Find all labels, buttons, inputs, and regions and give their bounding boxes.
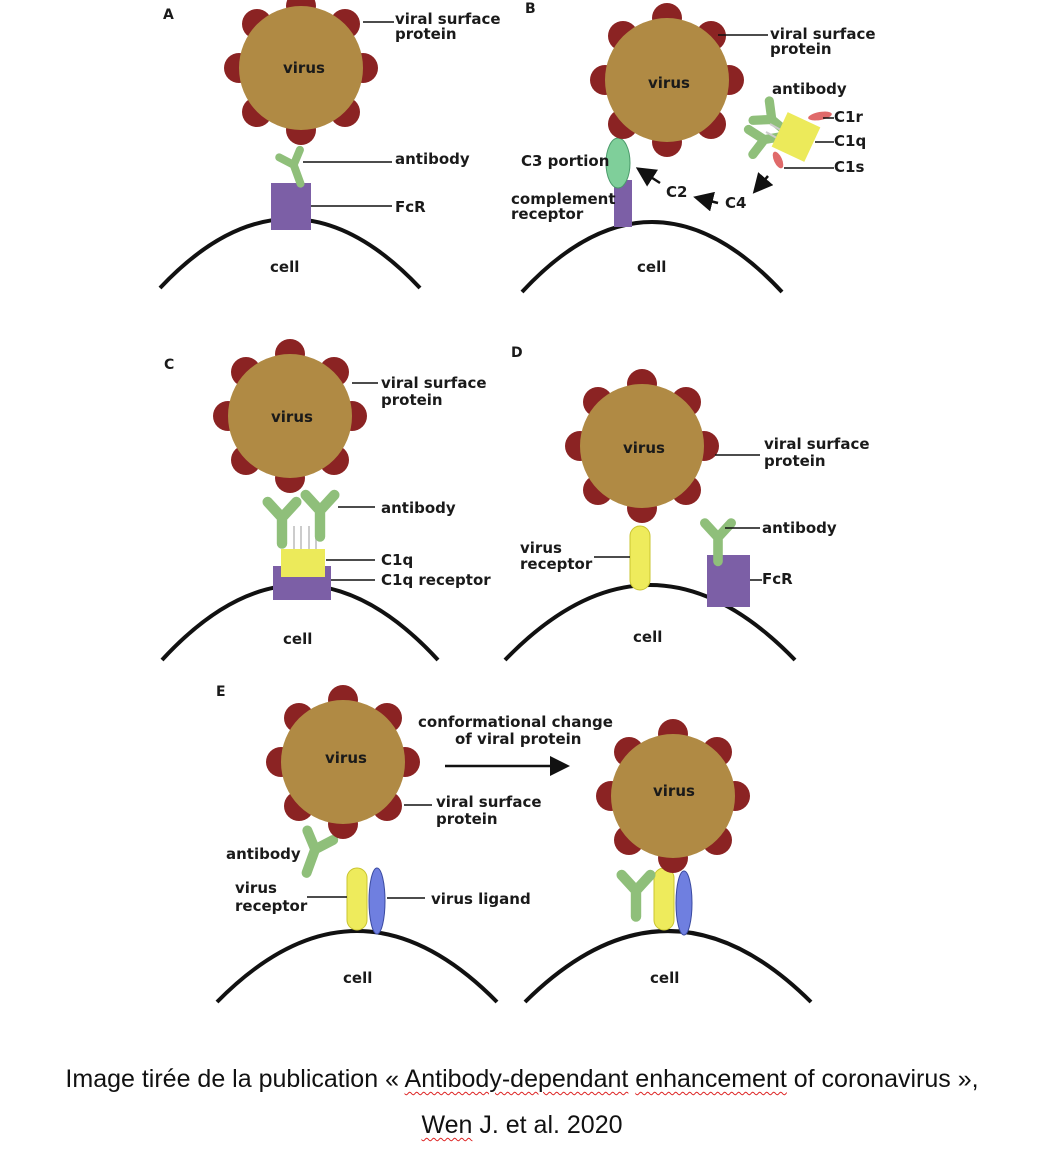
fcr-label: FcR — [395, 198, 426, 216]
panel-c-letter: C — [164, 357, 174, 373]
complement-receptor — [614, 180, 632, 227]
c1s — [772, 151, 784, 169]
svg-text:protein: protein — [770, 40, 832, 58]
c1s-label: C1s — [834, 158, 864, 176]
antibody — [622, 875, 651, 917]
fcr-label: FcR — [762, 570, 793, 588]
panel-d-letter: D — [511, 345, 523, 361]
svg-text:protein: protein — [436, 810, 498, 828]
panel-a: A cell virus viral surface protein antib… — [158, 0, 501, 290]
viral-surface-protein-label: viral surface — [395, 10, 501, 28]
cell-membrane — [215, 929, 499, 1004]
svg-text:receptor: receptor — [520, 555, 593, 573]
c1q-label: C1q — [834, 132, 866, 150]
c1q-receptor-label: C1q receptor — [381, 571, 491, 589]
cell-label: cell — [633, 628, 662, 646]
figure-citation: Wen J. et al. 2020 — [421, 1111, 623, 1139]
svg-text:of viral protein: of viral protein — [455, 730, 581, 748]
antibody-label: antibody — [395, 150, 470, 168]
virus-label: virus — [623, 439, 665, 457]
panel-b-letter: B — [525, 1, 536, 17]
antibody-label: antibody — [762, 519, 837, 537]
virus-ligand-label: virus ligand — [431, 890, 531, 908]
antibody — [279, 150, 311, 188]
c1r — [808, 111, 832, 121]
c1q-complex — [771, 112, 821, 162]
cell-label: cell — [283, 630, 312, 648]
svg-text:protein: protein — [395, 25, 457, 43]
complement-receptor-label: complement — [511, 190, 616, 208]
cell-membrane — [523, 929, 813, 1004]
antibody — [268, 502, 297, 544]
conformational-change-label: conformational change — [418, 713, 613, 731]
virus-receptor-label: virus — [520, 539, 562, 557]
c4-label: C4 — [725, 194, 746, 212]
viral-surface-protein-label: viral surface — [764, 435, 870, 453]
cell-membrane — [503, 583, 797, 662]
viral-surface-protein-label: viral surface — [381, 374, 487, 392]
panel-d: D cell virus viral surface protein antib… — [503, 345, 870, 662]
antibody-label: antibody — [226, 845, 301, 863]
cell-label: cell — [650, 969, 679, 987]
panel-e-letter: E — [216, 684, 226, 700]
ade-mechanisms-diagram: A cell virus viral surface protein antib… — [158, 0, 876, 1004]
c2-label: C2 — [666, 183, 687, 201]
cell-membrane — [520, 220, 784, 294]
svg-text:protein: protein — [381, 391, 443, 409]
virus-receptor — [653, 867, 675, 931]
panel-c: C cell virus viral surface protein antib… — [160, 339, 491, 662]
c1r-label: C1r — [834, 108, 863, 126]
virus-receptor — [629, 525, 651, 591]
svg-text:receptor: receptor — [235, 897, 308, 915]
virus-ligand — [368, 867, 386, 935]
panel-a-letter: A — [163, 7, 174, 23]
fc-receptor — [271, 183, 311, 230]
figure-caption: Image tirée de la publication « Antibody… — [65, 1065, 979, 1093]
cell-label: cell — [637, 258, 666, 276]
svg-text:receptor: receptor — [511, 205, 584, 223]
viral-surface-protein-label: viral surface — [770, 25, 876, 43]
c3-portion — [605, 137, 631, 189]
cell-label: cell — [270, 258, 299, 276]
virus-label: virus — [653, 782, 695, 800]
c1q-label: C1q — [381, 551, 413, 569]
panel-e: E cell virus viral surface protein antib… — [215, 684, 813, 1004]
viral-surface-protein-label: viral surface — [436, 793, 542, 811]
virus-label: virus — [325, 749, 367, 767]
virus-receptor — [346, 867, 368, 931]
c1q-complex — [281, 549, 325, 577]
virus-label: virus — [283, 59, 325, 77]
svg-text:protein: protein — [764, 452, 826, 470]
virus-label: virus — [648, 74, 690, 92]
virus-label: virus — [271, 408, 313, 426]
panel-b: B cell virus viral surface protein antib… — [511, 1, 876, 294]
antibody-label: antibody — [772, 80, 847, 98]
c3-portion-label: C3 portion — [521, 152, 609, 170]
virus-receptor-label: virus — [235, 879, 277, 897]
virus-ligand — [675, 870, 693, 936]
antibody-label: antibody — [381, 499, 456, 517]
cell-label: cell — [343, 969, 372, 987]
